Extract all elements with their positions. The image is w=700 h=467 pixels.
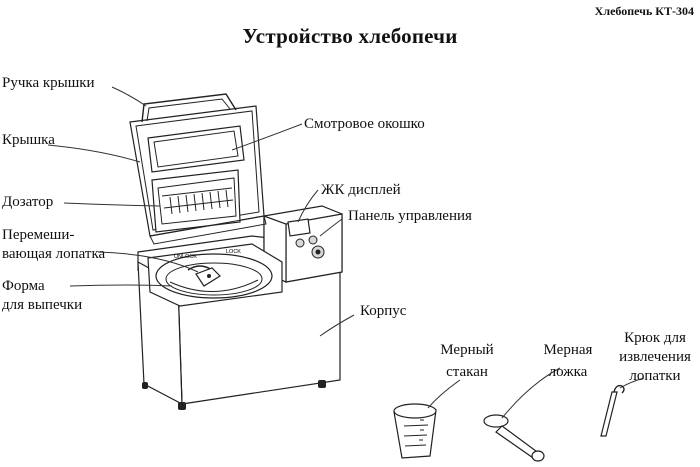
label-body: Корпус <box>360 303 407 319</box>
lid-handle <box>141 93 237 123</box>
pan-lock-mark: LOCK <box>226 249 241 255</box>
panel-button <box>295 238 305 248</box>
control-panel-block <box>263 205 343 283</box>
label-lid: Крышка <box>2 132 55 148</box>
baking-chamber: UNLOCK LOCK <box>147 243 283 307</box>
label-paddle-hook: Крюк для извлечения лопатки <box>612 329 698 386</box>
leader-lines <box>47 86 645 419</box>
foot <box>142 382 148 389</box>
label-baking-pan-line2: для выпечки <box>2 297 83 313</box>
pan-unlock-mark: UNLOCK <box>174 254 197 260</box>
page-title: Устройство хлебопечи <box>242 24 458 48</box>
foot <box>318 380 326 388</box>
label-paddle-hook-line2: извлечения <box>619 349 691 365</box>
label-measuring-cup: Мерный стакан <box>430 341 504 382</box>
panel-button-center <box>315 249 321 255</box>
lcd-display <box>287 218 311 237</box>
label-kneading-paddle-line2: вающая лопатка <box>2 246 106 262</box>
label-measuring-spoon-line2: ложка <box>548 364 588 380</box>
panel-button <box>308 235 318 245</box>
viewing-window <box>147 125 245 173</box>
label-measuring-cup-line1: Мерный <box>440 342 494 358</box>
lid <box>129 93 267 245</box>
label-baking-pan-line1: Форма <box>2 278 45 294</box>
label-lcd: ЖК дисплей <box>321 182 401 198</box>
label-paddle-hook-line3: лопатки <box>629 368 681 384</box>
paddle-hook <box>600 384 625 437</box>
measuring-cup <box>393 403 437 459</box>
label-control-panel: Панель управления <box>348 208 472 224</box>
foot <box>178 402 186 410</box>
document-header: Хлебопечь КТ-304 <box>594 4 694 18</box>
label-kneading-paddle: Перемеши- вающая лопатка <box>2 226 105 264</box>
label-viewing-window: Смотровое окошко <box>304 116 425 132</box>
measuring-spoon <box>483 414 545 462</box>
label-paddle-hook-line1: Крюк для <box>624 330 686 346</box>
label-measuring-spoon: Мерная ложка <box>532 341 604 382</box>
label-kneading-paddle-line1: Перемеши- <box>2 227 75 243</box>
label-lid-handle: Ручка крышки <box>2 75 95 91</box>
label-measuring-spoon-line1: Мерная <box>543 342 593 358</box>
label-dispenser: Дозатор <box>2 194 54 210</box>
label-baking-pan: Форма для выпечки <box>2 277 82 315</box>
label-measuring-cup-line2: стакан <box>446 364 488 380</box>
